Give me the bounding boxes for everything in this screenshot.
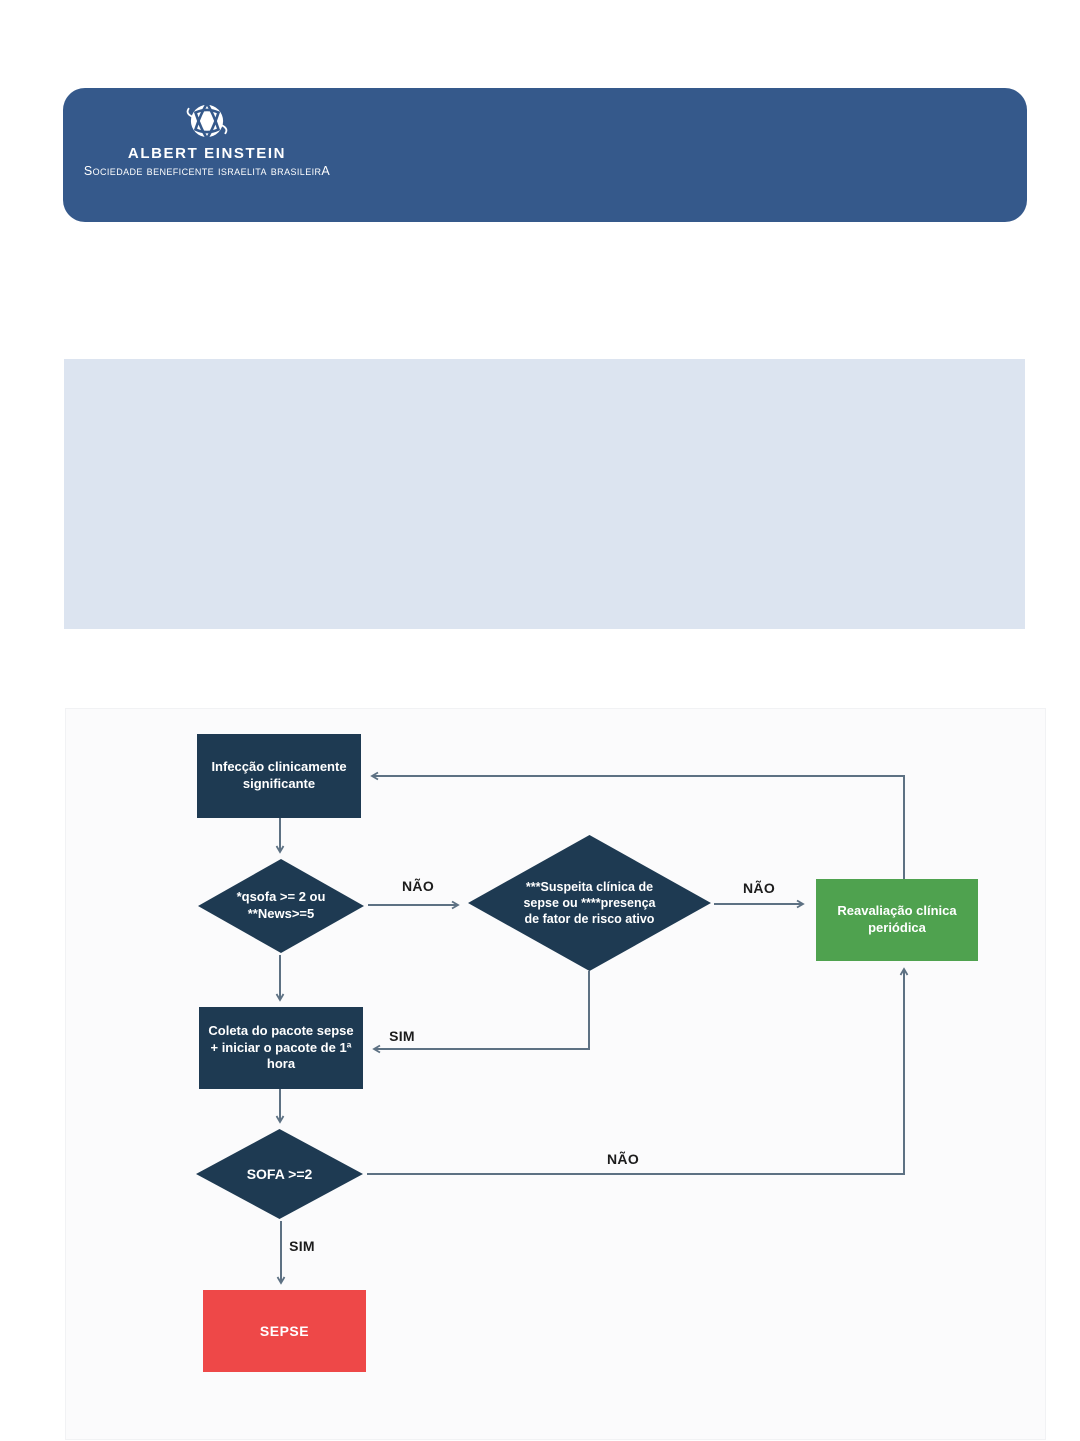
einstein-logo: ALBERT EINSTEIN Sociedade beneficente is…	[82, 98, 332, 179]
edge-label-nao-qsofa: NÃO	[401, 878, 435, 894]
sepsis-flowchart: Infecção clinicamente significante *qsof…	[65, 708, 1046, 1440]
node-coleta-pacote-sepse: Coleta do pacote sepse + iniciar o pacot…	[199, 1007, 363, 1089]
node-sepse: SEPSE	[203, 1290, 366, 1372]
edge-label-sim-sofa: SIM	[289, 1238, 315, 1254]
institution-header: ALBERT EINSTEIN Sociedade beneficente is…	[63, 88, 1027, 222]
edge-label-sim-suspeita: SIM	[389, 1028, 415, 1044]
edge-label-nao-sofa: NÃO	[606, 1151, 640, 1167]
flowchart-arrows	[275, 771, 909, 1285]
info-panel	[64, 359, 1025, 629]
star-of-david-icon	[186, 102, 228, 140]
edge-label-nao-suspeita: NÃO	[742, 880, 776, 896]
node-infeccao-clinicamente-significante: Infecção clinicamente significante	[197, 734, 361, 818]
node-reavaliacao-clinica: Reavaliação clínica periódica	[816, 879, 978, 961]
logo-subtitle: Sociedade beneficente israelita brasilei…	[83, 163, 331, 178]
logo-title: ALBERT EINSTEIN	[127, 145, 287, 162]
